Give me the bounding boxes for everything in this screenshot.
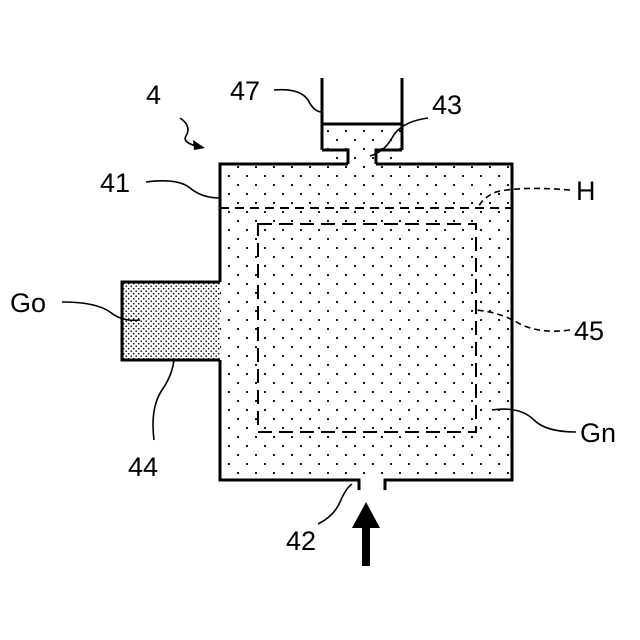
label-container-41: 41	[100, 168, 130, 198]
container-41	[220, 164, 512, 490]
label-device-4: 4	[146, 80, 161, 110]
label-side-port-44: 44	[128, 452, 158, 482]
inlet-arrow	[352, 502, 380, 566]
label-outlet-43: 43	[432, 90, 462, 120]
label-inner-region-45: 45	[574, 316, 604, 346]
label-pipe-47: 47	[230, 76, 260, 106]
label-gas-out-go: Go	[10, 288, 46, 318]
pipe-47	[322, 78, 402, 164]
label-inlet-42: 42	[286, 526, 316, 556]
label-gas-in-gn: Gn	[580, 418, 616, 448]
label-level-h: H	[576, 176, 596, 206]
